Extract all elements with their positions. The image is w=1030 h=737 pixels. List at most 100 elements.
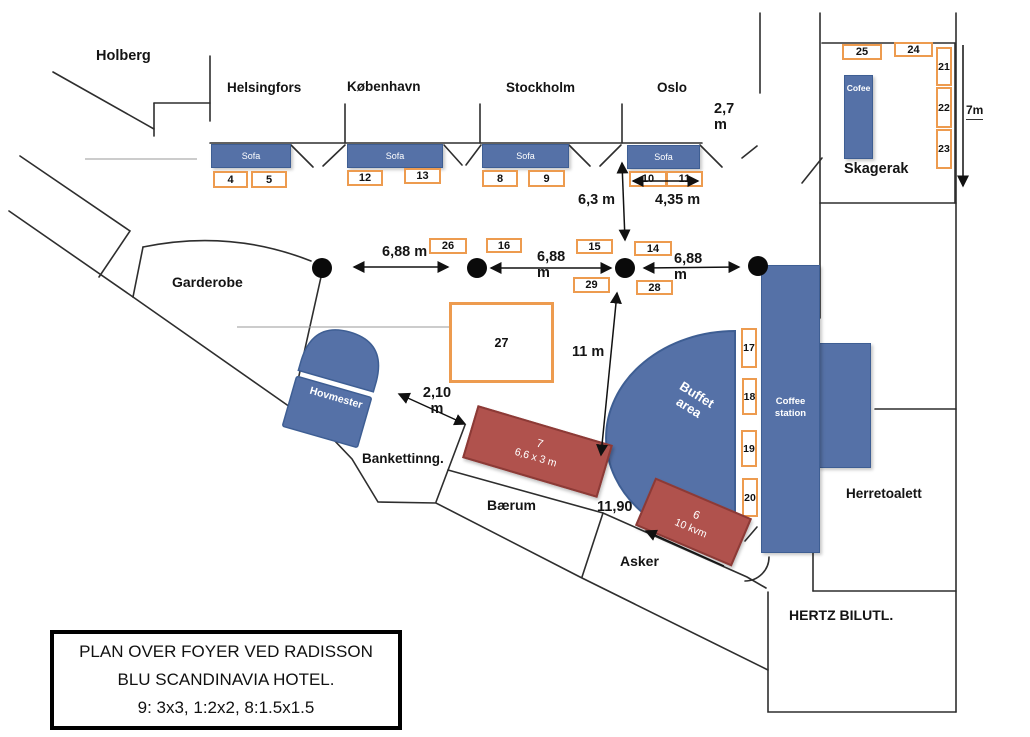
room-label-skagerak: Skagerak — [844, 161, 909, 177]
box-number: 12 — [358, 172, 372, 184]
marker-box-23: 23 — [936, 129, 952, 169]
arrow-11m — [596, 291, 622, 457]
box-number: 13 — [416, 170, 429, 182]
sofa-label: Sofa — [654, 152, 673, 162]
coffee-label-line1: Coffee — [775, 396, 806, 407]
buffet-area-label: Buffet area — [647, 364, 739, 437]
box-number: 9 — [543, 172, 550, 185]
measure-7m: 7m — [966, 103, 984, 120]
room-label-holberg: Holberg — [96, 48, 151, 64]
marker-box-15: 15 — [576, 239, 613, 254]
sofa-stockholm: Sofa — [482, 144, 569, 168]
box-number: 24 — [907, 43, 920, 56]
box-number: 5 — [265, 173, 273, 186]
box-number: 28 — [648, 281, 661, 294]
sofa-oslo: Sofa — [627, 145, 700, 169]
box-number: 23 — [938, 143, 950, 155]
measure-value: 2,10 — [422, 385, 452, 401]
box-number: 16 — [497, 239, 511, 252]
marker-box-14: 14 — [634, 241, 672, 256]
marker-box-4: 4 — [213, 171, 248, 188]
box-number: 20 — [744, 491, 756, 504]
sofa-label: Sofa — [516, 151, 535, 161]
box-number: 25 — [855, 46, 869, 58]
title-line1: PLAN OVER FOYER VED RADISSON — [79, 642, 373, 661]
sofa-kobenhavn: Sofa — [347, 144, 443, 168]
measure-2-10m: 2,10 m — [412, 385, 462, 417]
box-number: 19 — [743, 442, 755, 455]
marker-box-24: 24 — [894, 42, 933, 57]
sofa-helsingfors: Sofa — [211, 144, 291, 168]
title-line2: BLU SCANDINAVIA HOTEL. — [117, 670, 335, 689]
marker-box-21: 21 — [936, 47, 952, 86]
room-label-kobenhavn: København — [347, 79, 421, 94]
marker-box-8: 8 — [482, 170, 518, 187]
box-number: 22 — [938, 101, 950, 114]
plan-title-box: PLAN OVER FOYER VED RADISSON BLU SCANDIN… — [50, 630, 402, 730]
measure-2-7m: 2,7 m — [714, 101, 734, 133]
marker-box-5: 5 — [251, 171, 287, 188]
measure-6-88m-span3: 6,88 m — [674, 251, 702, 283]
door-arc — [744, 556, 770, 582]
marker-box-25: 25 — [842, 44, 882, 60]
marker-box-26: 26 — [429, 238, 467, 254]
measure-unit: m — [537, 265, 550, 282]
box-number: 11 — [678, 173, 691, 185]
marker-box-13: 13 — [404, 168, 441, 184]
measure-6-3m: 6,3 m — [578, 192, 616, 208]
box-number: 14 — [646, 242, 660, 255]
box-number: 10 — [641, 173, 655, 185]
marker-box-17: 17 — [741, 328, 757, 368]
box-number: 18 — [743, 390, 756, 403]
marker-box-27: 27 — [449, 302, 554, 383]
measure-6-88m-span1: 6,88 m — [382, 244, 428, 260]
measure-value: 6,88 — [674, 251, 703, 267]
measure-6-88m-span2: 6,88 m — [537, 249, 565, 281]
marker-box-12: 12 — [347, 170, 383, 186]
marker-box-9: 9 — [528, 170, 565, 187]
measure-4-35m: 4,35 m — [655, 192, 701, 208]
marker-box-22: 22 — [936, 87, 952, 128]
room-label-asker: Asker — [620, 553, 659, 569]
box-number: 8 — [496, 172, 504, 185]
marker-box-19: 19 — [741, 430, 757, 467]
coffee-label-line2: station — [774, 408, 807, 420]
coffee-station-side-table — [818, 343, 871, 468]
box-number: 17 — [743, 342, 755, 354]
box-number: 4 — [227, 173, 234, 186]
measure-value: 2,7 — [714, 101, 735, 117]
pillar-3 — [615, 258, 635, 278]
marker-box-29: 29 — [573, 277, 610, 293]
measure-value: 6,88 — [537, 249, 566, 265]
room-label-herretoalett: Herretoalett — [846, 486, 922, 501]
room-label-hertz: HERTZ BILUTL. — [789, 607, 894, 623]
marker-box-16: 16 — [486, 238, 522, 253]
measure-unit: m — [674, 267, 687, 284]
sofa-label: Sofa — [241, 151, 261, 161]
box-number: 26 — [441, 240, 455, 252]
box-number: 27 — [494, 335, 509, 350]
pillar-1 — [312, 258, 332, 278]
box-number: 29 — [585, 279, 598, 291]
box-number: 21 — [938, 60, 950, 73]
room-label-helsingfors: Helsingfors — [227, 80, 302, 95]
measure-unit: m — [430, 401, 444, 418]
table-7-number: 7 — [534, 437, 545, 452]
marker-box-28: 28 — [636, 280, 673, 295]
garderobe-arc-wall — [142, 239, 312, 262]
arrow-6-3m — [616, 161, 631, 242]
coffee-station-label: Coffee station — [763, 396, 818, 421]
room-label-oslo: Oslo — [657, 80, 688, 95]
marker-box-20: 20 — [742, 478, 758, 517]
room-label-stockholm: Stockholm — [506, 80, 576, 95]
table-7: 7 6,6 x 3 m — [462, 405, 613, 498]
marker-box-18: 18 — [742, 378, 757, 415]
title-line3: 9: 3x3, 1:2x2, 8:1.5x1.5 — [137, 698, 315, 717]
box-number: 15 — [588, 240, 601, 253]
sofa-label: Sofa — [385, 151, 405, 161]
cofee-table: Cofee — [844, 75, 873, 159]
marker-box-10: 10 — [629, 171, 667, 187]
measure-11-90: 11,90 — [597, 499, 633, 515]
room-label-baerum: Bærum — [487, 497, 537, 513]
